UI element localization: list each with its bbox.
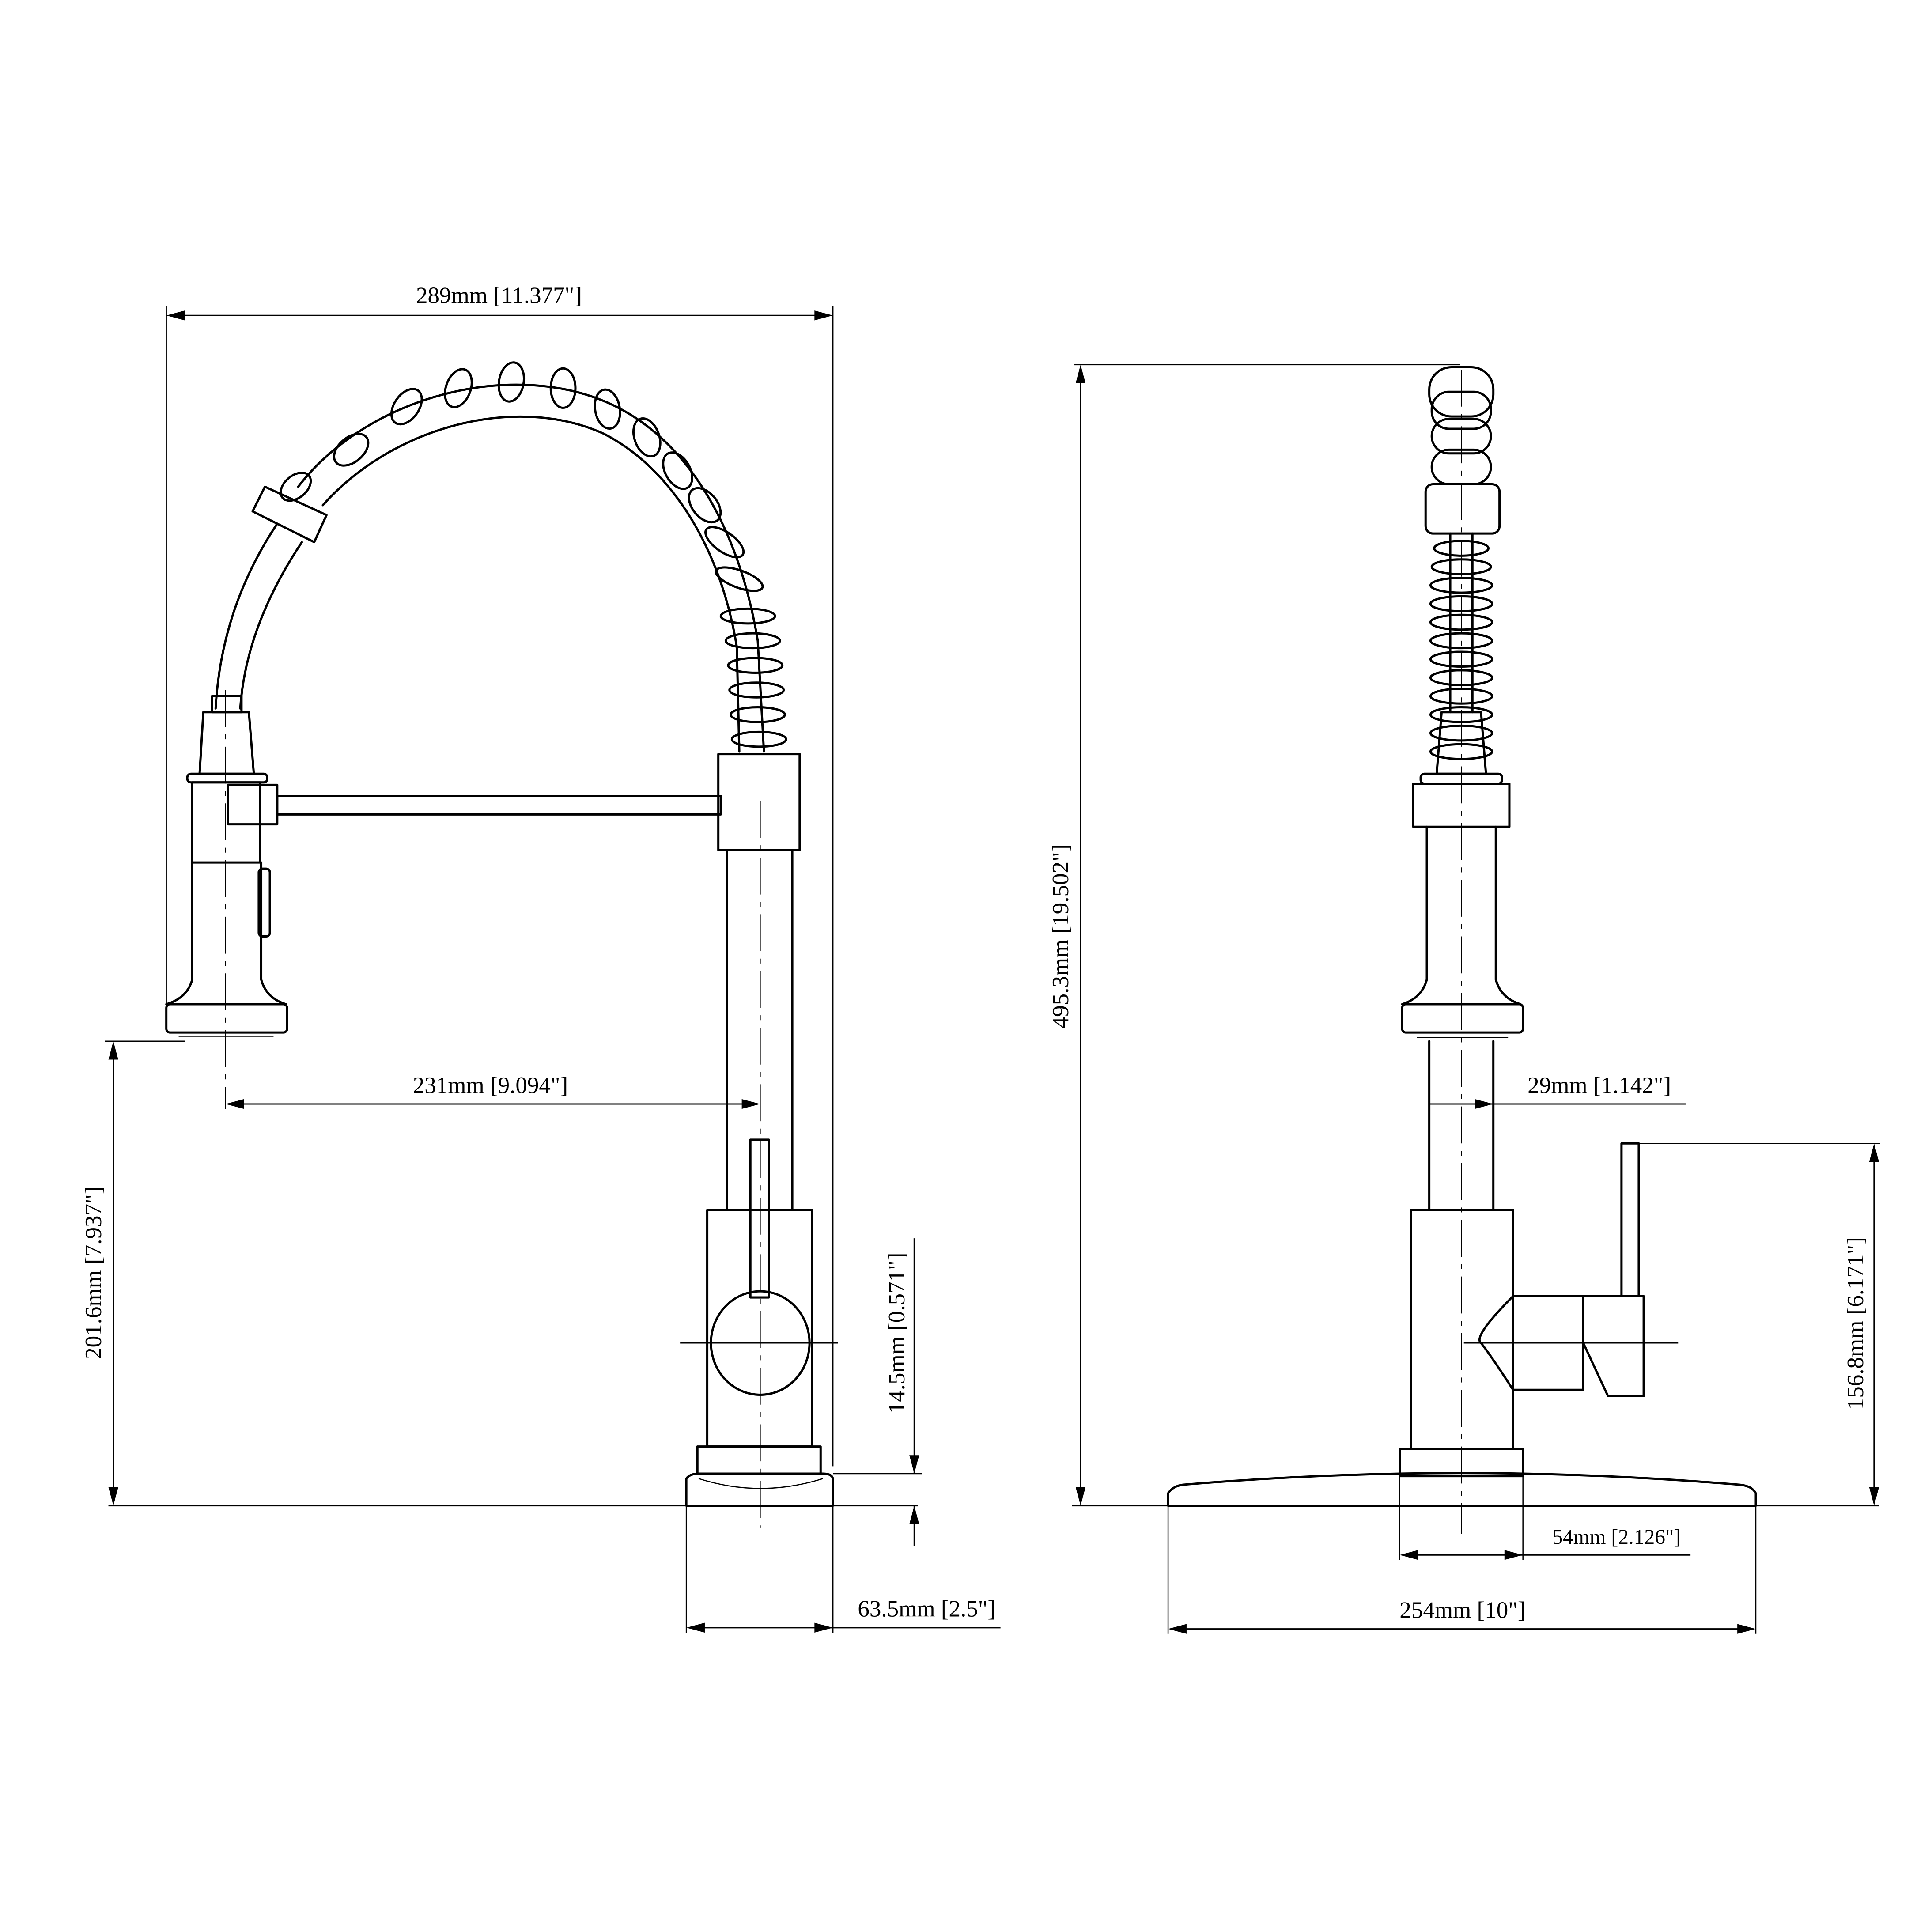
dim-overall-height: 495.3mm [19.502"] [1048, 844, 1074, 1029]
spray-head [165, 690, 288, 1109]
side-view [1072, 366, 1879, 1534]
main-column [717, 753, 801, 1528]
dim-base-body-width: 54mm [2.126"] [1552, 1526, 1681, 1549]
side-dimensions: 495.3mm [19.502"] 29mm [1.142"] 156.8mm … [1048, 364, 1880, 1634]
spring-coil [280, 361, 787, 753]
dim-deck-plate-width: 254mm [10"] [1399, 1598, 1525, 1623]
side-spray-head [1401, 772, 1524, 1038]
dim-body-diameter: 29mm [1.142"] [1527, 1073, 1671, 1098]
hose [214, 522, 279, 710]
dim-spout-clearance: 201.6mm [7.937"] [81, 1187, 106, 1359]
side-handle [1463, 1142, 1679, 1397]
spring-collar [251, 485, 328, 544]
dim-overall-width: 289mm [11.377"] [416, 283, 582, 308]
spray-toggle-button [257, 867, 271, 938]
side-spring [1424, 366, 1501, 775]
holder-arm [227, 783, 722, 826]
dim-base-diameter: 63.5mm [2.5"] [858, 1596, 995, 1622]
front-view [108, 361, 918, 1528]
side-column [1399, 370, 1524, 1534]
deck-plate [1167, 1472, 1757, 1507]
dim-plate-thickness: 14.5mm [0.571"] [884, 1253, 910, 1414]
valve-body [680, 1138, 838, 1507]
dim-handle-height: 156.8mm [6.171"] [1843, 1237, 1868, 1410]
front-dimensions: 289mm [11.377"] 231mm [9.094"] 201.6mm [… [81, 283, 1001, 1633]
dim-spout-reach: 231mm [9.094"] [413, 1073, 568, 1098]
